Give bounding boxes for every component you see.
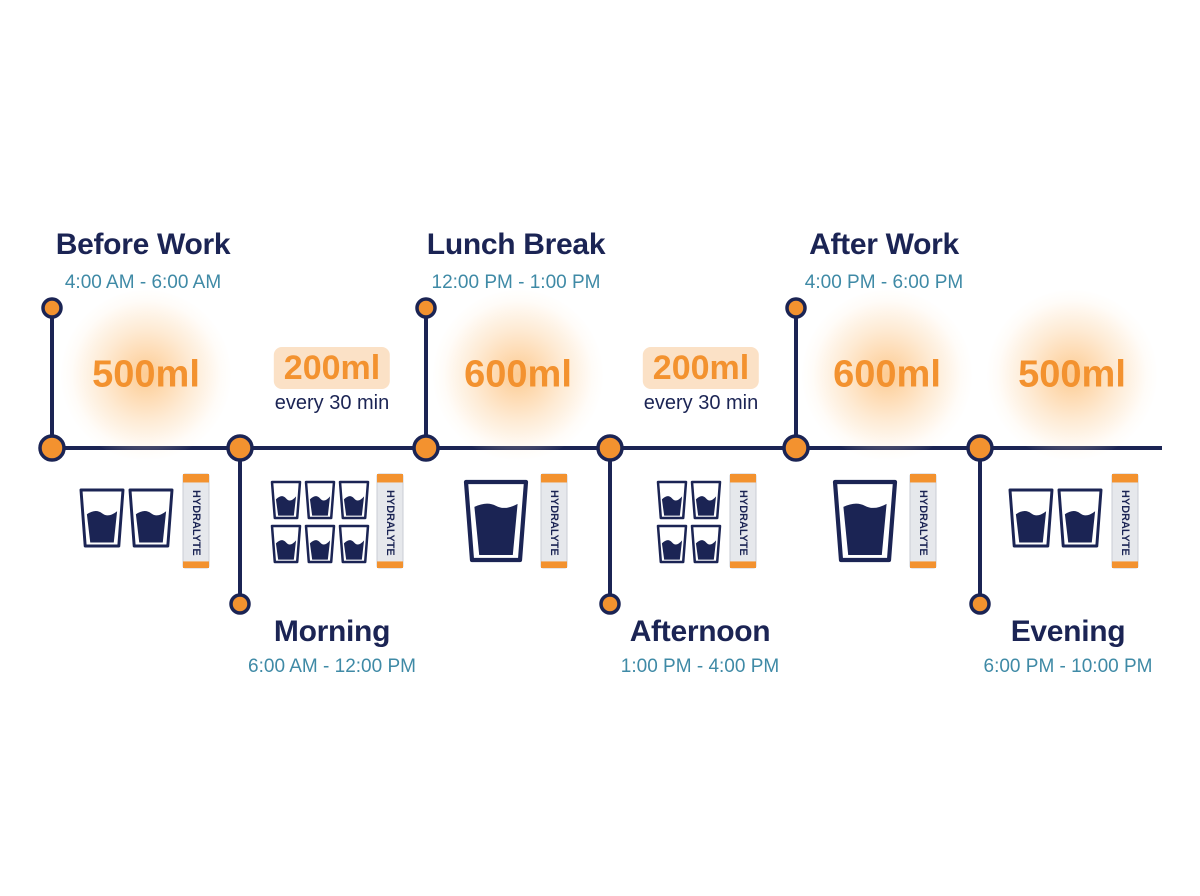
water-glass-icon [304,524,336,564]
hydralyte-packet-icon: HYDRALYTE [909,473,937,569]
segment-time-afternoon: 1:00 PM - 4:00 PM [620,656,780,677]
packet-brand-label: HYDRALYTE [384,490,396,556]
hydralyte-packet-icon: HYDRALYTE [729,473,757,569]
water-glass-icon [690,480,722,520]
segment-title-morning: Morning [273,615,391,648]
segment-time-morning: 6:00 AM - 12:00 PM [248,656,416,677]
water-glass-icon [463,479,529,563]
connector-end-node [969,593,991,615]
segment-time-lunch-break: 12:00 PM - 1:00 PM [431,272,601,293]
segment-title-before-work: Before Work [55,228,231,261]
segment-time-before-work: 4:00 AM - 6:00 AM [64,272,222,293]
frequency-afternoon: every 30 min [643,392,759,414]
packet-brand-label: HYDRALYTE [1119,490,1131,556]
amount-lunch-break: 600ml [464,353,572,396]
water-glass-icon [832,479,898,563]
water-glass-icon [270,524,302,564]
timeline-node [966,434,994,462]
packet-brand-label: HYDRALYTE [548,490,560,556]
hydralyte-packet-icon: HYDRALYTE [540,473,568,569]
connector-end-node [599,593,621,615]
hydralyte-packet-icon: HYDRALYTE [1111,473,1139,569]
packet-brand-label: HYDRALYTE [737,490,749,556]
amount-glow [802,290,972,460]
segment-title-lunch-break: Lunch Break [426,228,606,261]
amount-before-work: 500ml [92,353,200,396]
segment-title-after-work: After Work [809,228,959,261]
segment-time-after-work: 4:00 PM - 6:00 PM [804,272,964,293]
connector-end-node [415,297,437,319]
timeline-node [782,434,810,462]
water-glass-icon [656,524,688,564]
hydralyte-packet-icon: HYDRALYTE [182,473,210,569]
amount-glow [61,290,231,460]
segment-title-evening: Evening [1010,615,1126,648]
amount-glow [987,290,1157,460]
timeline-node [38,434,66,462]
connector-end-node [41,297,63,319]
water-glass-icon [270,480,302,520]
water-glass-icon [1057,488,1103,548]
amount-morning: 200ml [273,347,391,389]
water-glass-icon [128,488,174,548]
packet-brand-label: HYDRALYTE [917,490,929,556]
connector-end-node [229,593,251,615]
water-glass-icon [656,480,688,520]
timeline-node [596,434,624,462]
segment-title-afternoon: Afternoon [629,615,771,648]
amount-glow [433,290,603,460]
timeline-node [226,434,254,462]
connector-end-node [785,297,807,319]
segment-time-evening: 6:00 PM - 10:00 PM [983,656,1153,677]
timeline-node [412,434,440,462]
frequency-morning: every 30 min [274,392,390,414]
amount-evening: 500ml [1018,353,1126,396]
water-glass-icon [690,524,722,564]
water-glass-icon [79,488,125,548]
water-glass-icon [1008,488,1054,548]
hydralyte-packet-icon: HYDRALYTE [376,473,404,569]
amount-afternoon: 200ml [642,347,760,389]
water-glass-icon [304,480,336,520]
water-glass-icon [338,524,370,564]
amount-after-work: 600ml [833,353,941,396]
water-glass-icon [338,480,370,520]
packet-brand-label: HYDRALYTE [190,490,202,556]
